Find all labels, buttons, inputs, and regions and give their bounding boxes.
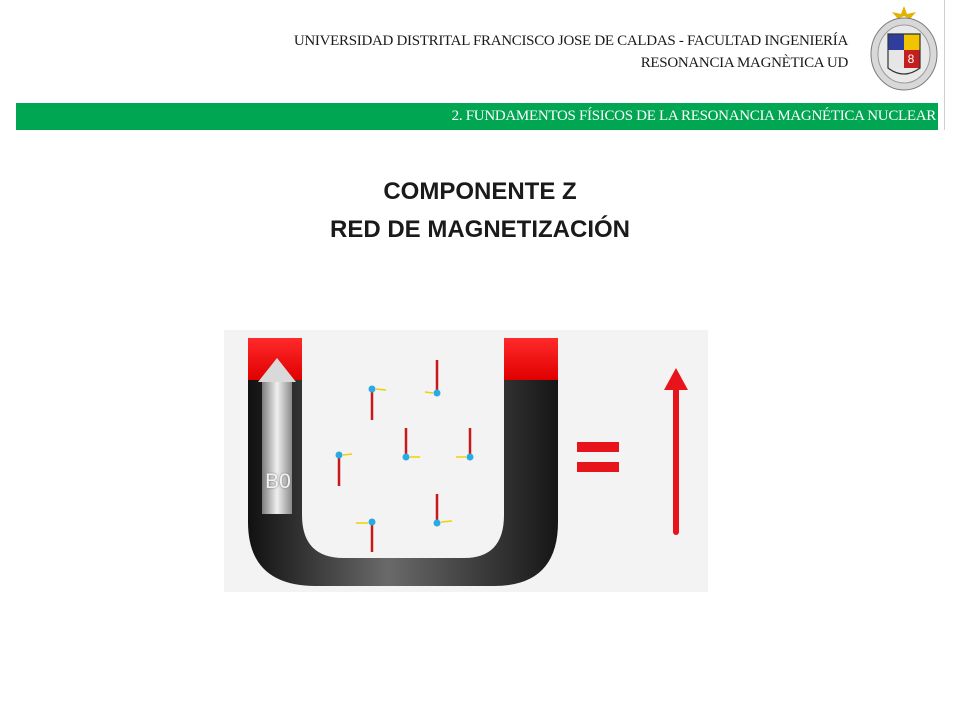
equals-sign-bottom: [577, 462, 619, 472]
university-logo: 8: [870, 6, 938, 91]
equals-sign-top: [577, 442, 619, 452]
b0-label: B0: [265, 470, 291, 493]
spin-1: [368, 385, 387, 420]
spin-2: [424, 360, 441, 397]
spin-7: [356, 518, 376, 552]
slide-title-line1: COMPONENTE Z: [383, 178, 577, 205]
section-banner: 2. FUNDAMENTOS FÍSICOS DE LA RESONANCIA …: [16, 103, 938, 130]
magnet-pole-right: [504, 338, 558, 380]
section-title: 2. FUNDAMENTOS FÍSICOS DE LA RESONANCIA …: [451, 108, 937, 124]
slide-title-line2: RED DE MAGNETIZACIÓN: [330, 216, 630, 243]
spin-4: [456, 428, 474, 461]
course-header: RESONANCIA MAGNÈTICA UD: [640, 55, 849, 71]
magnetization-figure: [224, 330, 708, 592]
b0-field-bar: [262, 382, 292, 514]
b0-field-arrowhead: [258, 358, 296, 382]
spin-3: [402, 428, 420, 461]
spin-5: [335, 451, 353, 486]
header-divider: [944, 0, 945, 130]
spin-6: [433, 494, 453, 527]
university-header: UNIVERSIDAD DISTRITAL FRANCISCO JOSE DE …: [293, 33, 848, 49]
svg-text:8: 8: [908, 52, 915, 66]
net-magnetization-arrowhead: [664, 368, 688, 390]
